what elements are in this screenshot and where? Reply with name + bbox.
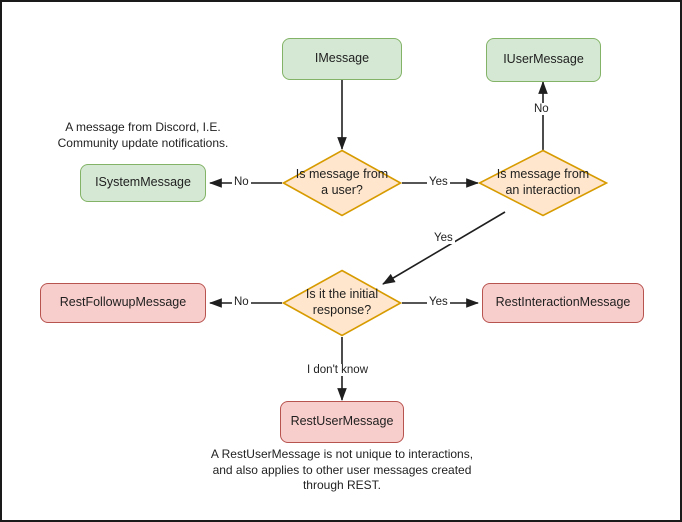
edge-label-q-initial-no: No <box>232 296 251 308</box>
node-restinteractionmessage[interactable]: RestInteractionMessage <box>482 283 644 323</box>
node-q-message-from-interaction[interactable]: Is message from an interaction <box>478 149 608 217</box>
node-restinteractionmessage-label: RestInteractionMessage <box>495 295 631 310</box>
node-q-message-from-interaction-label: Is message from an interaction <box>496 167 590 197</box>
node-isystemmessage-label: ISystemMessage <box>95 175 191 190</box>
node-restusermessage-label: RestUserMessage <box>290 414 394 429</box>
edge-label-q-interaction-yes: Yes <box>432 232 455 244</box>
edge-label-q-user-yes: Yes <box>427 176 450 188</box>
diamond-shape <box>478 149 608 217</box>
note-isystemmessage: A message from Discord, I.E. Community u… <box>57 120 229 150</box>
node-q-message-from-user-label: Is message from a user? <box>295 167 389 197</box>
node-iusermessage[interactable]: IUserMessage <box>486 38 601 82</box>
diamond-shape <box>282 269 402 337</box>
node-restfollowupmessage[interactable]: RestFollowupMessage <box>40 283 206 323</box>
note-restusermessage: A RestUserMessage is not unique to inter… <box>210 447 474 493</box>
edge-label-q-interaction-no: No <box>532 103 551 115</box>
node-restfollowupmessage-label: RestFollowupMessage <box>59 295 187 310</box>
node-q-initial-response[interactable]: Is it the initial response? <box>282 269 402 337</box>
node-imessage-label: IMessage <box>314 51 370 66</box>
diamond-shape <box>282 149 402 217</box>
node-q-initial-response-label: Is it the initial response? <box>305 287 379 317</box>
node-imessage[interactable]: IMessage <box>282 38 402 80</box>
node-q-message-from-user[interactable]: Is message from a user? <box>282 149 402 217</box>
edge-label-q-initial-idontknow: I don't know <box>305 364 371 376</box>
edge-label-q-initial-yes: Yes <box>427 296 450 308</box>
node-restusermessage[interactable]: RestUserMessage <box>280 401 404 443</box>
edge-label-q-user-no: No <box>232 176 251 188</box>
node-iusermessage-label: IUserMessage <box>503 52 584 67</box>
node-isystemmessage[interactable]: ISystemMessage <box>80 164 206 202</box>
